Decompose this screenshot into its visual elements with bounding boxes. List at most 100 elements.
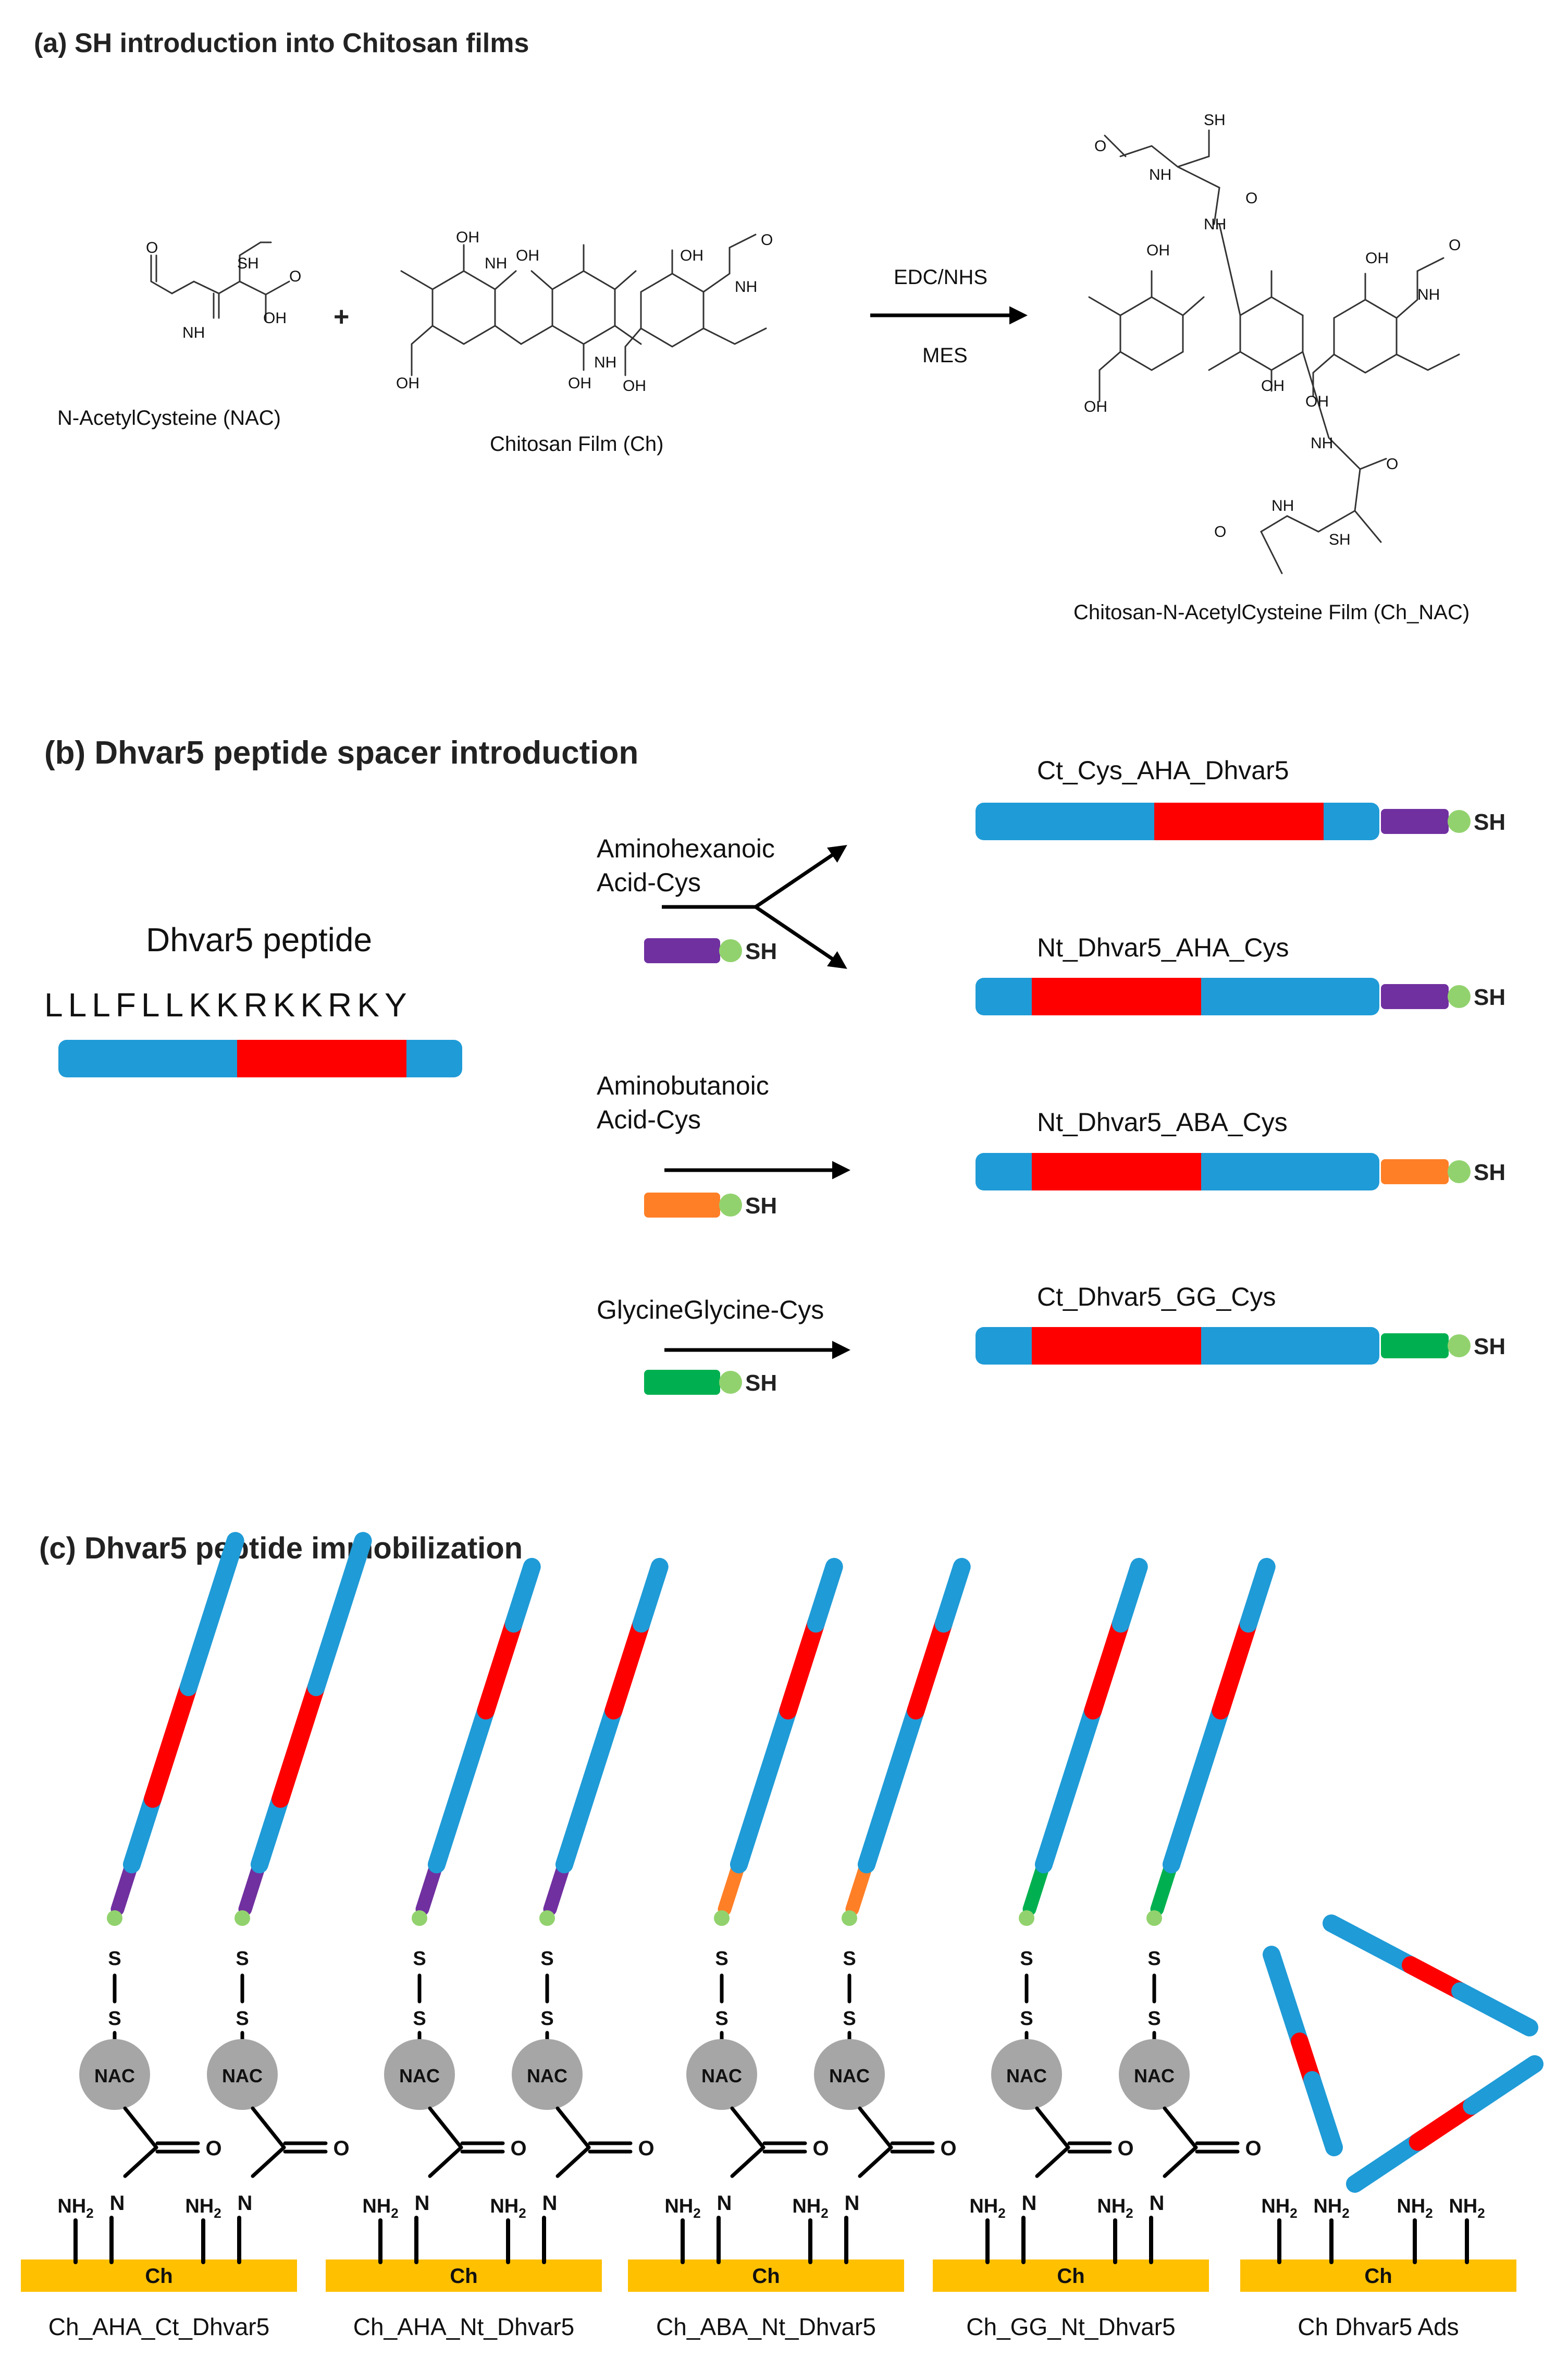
gg-spacer-bar xyxy=(1381,1333,1449,1358)
sh-label: SH xyxy=(745,1193,777,1219)
bond xyxy=(251,2106,286,2150)
s-atom: S xyxy=(715,1948,728,1970)
peptide-blue-segment xyxy=(632,1557,669,1633)
aba-spacer-bar xyxy=(644,1193,720,1218)
aha-spacer-bar xyxy=(1381,984,1449,1009)
o-atom: O xyxy=(940,2137,956,2160)
nh2-group: NH2 xyxy=(1313,2195,1349,2221)
nh2-group: NH2 xyxy=(664,2195,700,2221)
product-nt-aba-label: Nt_Dhvar5_ABA_Cys xyxy=(1037,1108,1288,1137)
ch-label: Ch xyxy=(450,2265,477,2288)
bond xyxy=(1035,2106,1070,2150)
s-atom: S xyxy=(1147,2008,1160,2030)
product-red-segment xyxy=(1154,803,1324,840)
n-atom: N xyxy=(542,2192,558,2215)
s-atom: S xyxy=(108,1948,121,1970)
ch-label: Ch xyxy=(1057,2265,1084,2288)
nh2-group: NH2 xyxy=(362,2195,398,2221)
s-atom: S xyxy=(1020,2008,1033,2030)
sh-dot xyxy=(107,1910,122,1926)
o-atom: O xyxy=(638,2137,654,2160)
chitosan-oh-1: OH xyxy=(456,229,479,246)
peptide-blue-segment xyxy=(1463,2055,1544,2115)
nh2-group: NH2 xyxy=(1449,2195,1485,2221)
sh-dot xyxy=(1448,1334,1471,1357)
nh2-group: NH2 xyxy=(1097,2195,1133,2221)
sh-dot xyxy=(1448,1160,1471,1183)
peptide-blue-segment xyxy=(857,1701,925,1874)
product-oh-3: OH xyxy=(1261,377,1285,395)
peptide-red-segment xyxy=(907,1615,953,1720)
nh2-group: NH2 xyxy=(969,2195,1005,2221)
nac-label: NAC xyxy=(399,2065,440,2086)
chitosan-oh-4: OH xyxy=(568,375,591,392)
nac-label: NAC xyxy=(829,2065,870,2086)
peptide-blue-segment xyxy=(807,1557,843,1633)
s-atom: S xyxy=(236,1948,249,1970)
peptide-blue-segment xyxy=(179,1532,244,1697)
product-nt-aha-label: Nt_Dhvar5_AHA_Cys xyxy=(1037,933,1289,962)
sh-dot xyxy=(412,1910,427,1926)
gg-spacer-reagent: SH xyxy=(644,1370,777,1396)
bond xyxy=(1163,2145,1198,2178)
bond xyxy=(555,2145,591,2178)
sh-label: SH xyxy=(1474,985,1505,1010)
group-label: Ch_AHA_Ct_Dhvar5 xyxy=(48,2313,269,2340)
product-sh-2: SH xyxy=(1329,531,1351,548)
s-atom: S xyxy=(715,2008,728,2030)
peptide-blue-segment xyxy=(1346,2133,1427,2193)
peptide-blue-segment xyxy=(1112,1557,1148,1633)
peptide-blue-segment xyxy=(1451,1982,1538,2036)
route-aba-label-2: Acid-Cys xyxy=(597,1105,701,1134)
s-atom: S xyxy=(1020,1948,1033,1970)
sh-dot xyxy=(234,1910,250,1926)
nac-circle xyxy=(79,2039,150,2110)
chitosan-o: O xyxy=(761,231,773,249)
s-atom: S xyxy=(108,2008,121,2030)
peptide-red-segment xyxy=(144,1678,197,1808)
ch-label: Ch xyxy=(1364,2265,1392,2288)
route-aha-label-2: Acid-Cys xyxy=(597,868,701,897)
peptide-red-segment xyxy=(779,1615,825,1720)
chitosan-oh-6: OH xyxy=(680,247,703,264)
chitosan-substrate xyxy=(1240,2260,1516,2292)
nac-circle xyxy=(207,2039,278,2110)
bond xyxy=(1035,2145,1070,2178)
nac-label: N-AcetylCysteine (NAC) xyxy=(57,407,281,429)
reagent-top: EDC/NHS xyxy=(894,266,987,289)
bond xyxy=(428,2145,463,2178)
o-atom: O xyxy=(812,2137,829,2160)
nac-molecule: SH O NH OH O xyxy=(146,239,301,341)
product-o-4: O xyxy=(1386,456,1398,473)
product-ct-gg-bar: SH xyxy=(976,1327,1505,1365)
dhvar5-peptide-label: Dhvar5 peptide xyxy=(146,921,372,959)
n-atom: N xyxy=(1022,2192,1037,2215)
nac-circle xyxy=(991,2039,1062,2110)
product-nt-aha-bar: SH xyxy=(976,978,1505,1015)
n-atom: N xyxy=(238,2192,253,2215)
peptide-blue-segment xyxy=(1162,1701,1230,1874)
bond xyxy=(123,2145,158,2178)
chitosan-oh-5: OH xyxy=(623,377,646,395)
peptide-red-segment xyxy=(1084,1615,1130,1720)
nh2-group: NH2 xyxy=(57,2195,93,2221)
product-nt-aba-bar: SH xyxy=(976,1153,1505,1190)
o-atom: O xyxy=(510,2137,526,2160)
product-o-2: O xyxy=(1245,190,1257,207)
ch-label: Ch xyxy=(145,2265,172,2288)
product-nh-5: NH xyxy=(1271,497,1294,514)
gg-spacer-bar xyxy=(644,1370,720,1395)
peptide-red-segment xyxy=(271,1678,325,1808)
bond xyxy=(555,2106,591,2150)
reagent-bottom: MES xyxy=(922,344,968,367)
peptide-blue-segment xyxy=(1303,2071,1343,2156)
aha-spacer-reagent: SH xyxy=(644,938,777,964)
sh-dot xyxy=(719,1371,742,1394)
n-atom: N xyxy=(110,2192,125,2215)
peptide-sequence: LLLFLLKKRKKRKY xyxy=(44,986,412,1024)
n-atom: N xyxy=(845,2192,860,2215)
group-label: Ch_GG_Nt_Dhvar5 xyxy=(966,2313,1175,2340)
section-b-title: (b) Dhvar5 peptide spacer introduction xyxy=(44,735,638,771)
